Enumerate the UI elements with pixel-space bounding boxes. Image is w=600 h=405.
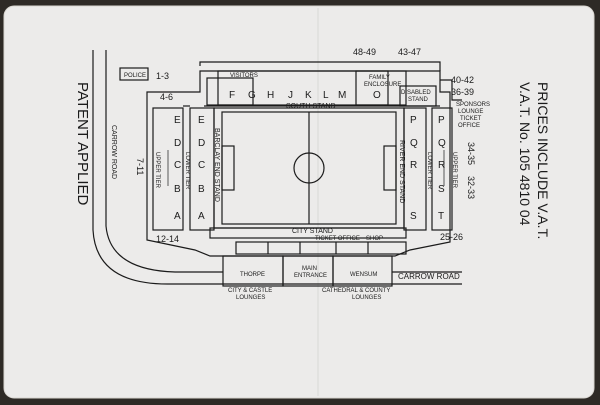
block-barclay-inner-c: C (198, 160, 205, 171)
river-inner-column (403, 107, 427, 231)
cathedral-lounges-label-2: LOUNGES (352, 295, 381, 301)
visitors-box (206, 77, 254, 106)
city-ticket-office-label: TICKET OFFICE (315, 236, 360, 242)
barclay-end-stand-label: BARCLAY END STAND (213, 128, 220, 202)
sponsors-lounge-label-2: LOUNGE (458, 109, 483, 115)
ticket-office-label-1: TICKET (460, 116, 482, 122)
disabled-label-1: DISABLED (401, 90, 431, 96)
gate-7-11: 7-11 (135, 158, 145, 175)
carrow-road-bottom-label: CARROW ROAD (398, 272, 460, 281)
block-south-o: O (373, 90, 381, 101)
river-end-stand-label: RIVER END STAND (398, 140, 405, 203)
barclay-lower-tier-label: LOWER TIER (184, 152, 190, 190)
city-stand-label: CITY STAND (292, 228, 333, 235)
pitch-centre-circle (293, 152, 325, 184)
stadium-outline (146, 70, 451, 257)
block-barclay-outer-e: E (174, 115, 181, 126)
block-south-g: G (248, 90, 256, 101)
block-south-l: L (323, 90, 329, 101)
block-river-outer-t: T (438, 211, 444, 222)
police-box (119, 67, 149, 81)
gate-40-42: 40-42 (451, 75, 474, 85)
gate-43-47: 43-47 (398, 47, 421, 57)
block-river-inner-s: S (410, 211, 417, 222)
carrow-road-inner (105, 50, 223, 273)
block-river-inner-p: P (410, 115, 417, 126)
block-barclay-inner-e: E (198, 115, 205, 126)
block-barclay-outer-a: A (174, 211, 181, 222)
family-enclosure-label-2: ENCLOSURE (364, 82, 401, 88)
cathedral-lounge-box (332, 255, 393, 287)
pitch-left-penalty-area (221, 145, 235, 191)
block-river-outer-r: R (438, 160, 445, 171)
river-outer-column (431, 107, 453, 231)
gate-4-6: 4-6 (160, 92, 173, 102)
shop-label: SHOP (366, 236, 383, 242)
gate-12-14: 12-14 (156, 234, 179, 244)
vat-number-text: V.A.T. No. 105 4810 04 (517, 82, 533, 226)
city-stand-band (209, 227, 407, 239)
ticket-office-label-2: OFFICE (458, 123, 480, 129)
gate-25-26: 25-26 (440, 232, 463, 242)
east-walkway (440, 79, 462, 101)
carrow-road-outer (92, 50, 462, 285)
sponsors-lounge-label-1: SPONSORS (456, 102, 490, 108)
barclay-inner-column (189, 107, 215, 231)
block-river-outer-s: S (438, 184, 445, 195)
police-label: POLICE (124, 73, 146, 79)
carrow-road-left-label: CARROW ROAD (110, 125, 117, 179)
north-walkway (199, 61, 441, 71)
block-river-outer-q: Q (438, 138, 446, 149)
family-enclosure-label-1: FAMILY (369, 75, 390, 81)
ticket-card (3, 5, 595, 399)
block-south-k: K (305, 90, 312, 101)
city-stand-lower (235, 241, 407, 255)
block-barclay-inner-b: B (198, 184, 205, 195)
disabled-label-2: STAND (408, 97, 429, 103)
block-barclay-inner-a: A (198, 211, 205, 222)
block-barclay-outer-c: C (174, 160, 181, 171)
block-south-h: H (267, 90, 274, 101)
barclay-outer-column (152, 107, 184, 231)
gate-32-33: 32-33 (466, 176, 476, 199)
main-entrance-label-2: ENTRANCE (294, 273, 327, 279)
river-lower-tier-label: LOWER TIER (426, 152, 432, 190)
gate-36-39: 36-39 (451, 87, 474, 97)
block-river-inner-r: R (410, 160, 417, 171)
block-barclay-outer-b: B (174, 184, 181, 195)
gate-1-3: 1-3 (156, 71, 169, 81)
block-river-inner-q: Q (410, 138, 418, 149)
south-stand-label: SOUTH STAND (286, 103, 336, 110)
city-castle-lounges-label-1: CITY & CASTLE (228, 288, 272, 294)
block-south-m: M (338, 90, 346, 101)
block-south-j: J (288, 90, 293, 101)
gate-34-35: 34-35 (466, 142, 476, 165)
prices-vat-text: PRICES INCLUDE V.A.T. (535, 82, 551, 239)
pitch-right-penalty-area (383, 145, 397, 191)
patent-applied-text: PATENT APPLIED (74, 82, 91, 206)
main-entrance-label-1: MAIN (302, 266, 317, 272)
block-barclay-outer-d: D (174, 138, 181, 149)
city-castle-lounges-label-2: LOUNGES (236, 295, 265, 301)
block-river-outer-p: P (438, 115, 445, 126)
wensum-label: WENSUM (350, 272, 377, 278)
barclay-upper-tier-label: UPPER TIER (154, 152, 160, 189)
family-enclosure-box (355, 70, 407, 106)
block-barclay-inner-d: D (198, 138, 205, 149)
south-stand-block-row (217, 70, 389, 106)
gate-48-49: 48-49 (353, 47, 376, 57)
block-south-f: F (229, 90, 235, 101)
visitors-label: VISITORS (230, 73, 258, 79)
river-upper-tier-label: UPPER TIER (451, 152, 457, 189)
thorpe-label: THORPE (240, 272, 265, 278)
cathedral-lounges-label-1: CATHEDRAL & COUNTY (322, 288, 390, 294)
